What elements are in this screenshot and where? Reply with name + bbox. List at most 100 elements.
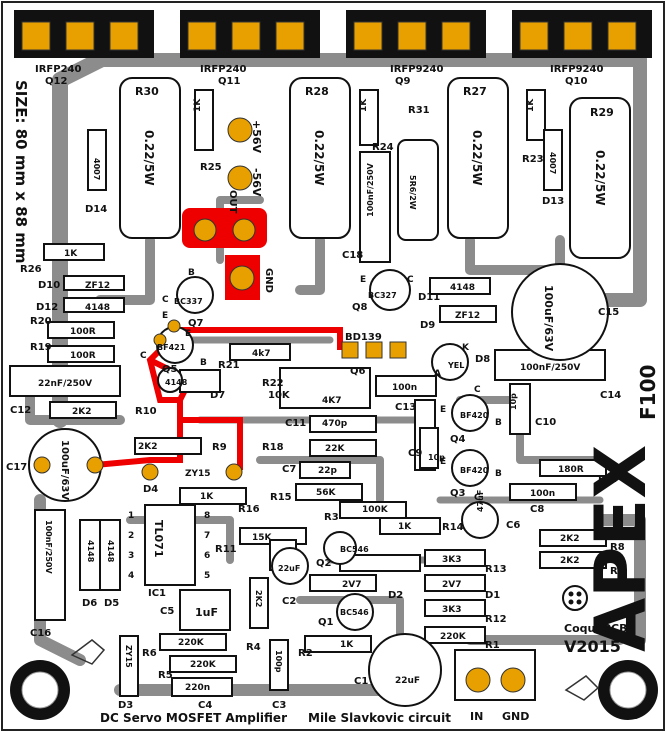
value-label: 100R <box>70 351 96 361</box>
value-label: 4007 <box>92 158 101 180</box>
ref-label: Q2 <box>316 558 332 569</box>
ref-label: R31 <box>408 105 430 116</box>
pin-label: 3 <box>128 551 134 561</box>
ref-label: D9 <box>420 320 435 331</box>
ref-label: C12 <box>10 405 31 416</box>
transistor-label: IRFP240 <box>200 64 246 75</box>
value-label: 22uF <box>278 564 300 573</box>
ref-label: R15 <box>270 492 292 503</box>
transistor-label: IRFP9240 <box>550 64 603 75</box>
ref-label: R23 <box>522 154 544 165</box>
value-label: 180R <box>558 465 584 475</box>
ref-label: Q6 <box>350 366 366 377</box>
value-label: BF421 <box>157 343 186 352</box>
ref-label: R20 <box>30 316 52 327</box>
ref-label: R24 <box>372 142 394 153</box>
value-label: 1K <box>200 492 214 502</box>
value-label: 100p <box>274 650 283 673</box>
ref-label: C15 <box>598 307 619 318</box>
value-label: 2K2 <box>254 590 263 607</box>
ref-label: R16 <box>238 504 260 515</box>
ref-label: D12 <box>36 302 58 313</box>
transistor-tabs <box>14 10 652 58</box>
pin-label: E <box>360 275 366 285</box>
value-label: 2V7 <box>342 580 362 590</box>
value-label: ZY15 <box>185 469 211 479</box>
value-label: 1K <box>359 98 369 112</box>
pin-label: C <box>407 275 414 285</box>
ref-label: C17 <box>6 462 27 473</box>
terminal-label: GND <box>263 268 274 293</box>
value-label: ZY15 <box>124 645 133 668</box>
ref-label: D3 <box>118 700 133 711</box>
ref-label: Q5 <box>162 364 178 375</box>
ref-label: R13 <box>485 564 507 575</box>
value-label: 47uF <box>476 490 485 512</box>
value-label: BF420 <box>460 411 489 420</box>
terminal-label: GND <box>502 710 529 723</box>
value-label: 22K <box>325 444 346 454</box>
pin-label: B <box>495 418 502 428</box>
value-label: 22uF <box>395 676 420 686</box>
value-label: 2K2 <box>560 534 580 544</box>
value-label: 100uF/63V <box>542 285 555 352</box>
ref-label: D4 <box>143 484 158 495</box>
ref-label: C13 <box>395 402 416 413</box>
pin-label: C <box>140 351 147 361</box>
value-label: 4148 <box>165 378 188 387</box>
ref-label: R9 <box>212 442 227 453</box>
value-label: 4148 <box>85 303 110 313</box>
value-label: 1K <box>64 249 78 259</box>
hand-icon <box>70 639 600 701</box>
pin-label: 7 <box>204 531 210 541</box>
ref-label: D7 <box>210 390 225 401</box>
terminal-label: -56V <box>250 168 263 197</box>
value-label: 220K <box>440 632 467 642</box>
value-label: BC546 <box>340 608 369 617</box>
ref-label: Q4 <box>450 434 466 445</box>
pin-label: E <box>162 311 168 321</box>
value-label: 56K <box>316 488 337 498</box>
value-label: 5R6/2W <box>408 175 417 210</box>
res-ref: R30 <box>135 85 159 98</box>
pin-label: B <box>495 469 502 479</box>
ref-label: C10 <box>535 417 556 428</box>
ref-label: D13 <box>542 196 564 207</box>
ref-label: R19 <box>30 342 52 353</box>
ref-label: R25 <box>200 162 222 173</box>
res-value: 0.22/5W <box>312 130 326 186</box>
ref-label: D10 <box>38 280 60 291</box>
ref-label: R12 <box>485 614 507 625</box>
value-label: 1K <box>193 98 203 112</box>
ref-label: D2 <box>388 590 403 601</box>
ref-label: R5 <box>158 670 173 681</box>
value-label: 22nF/250V <box>38 379 92 389</box>
small-components <box>9 89 607 701</box>
ref-label: R1 <box>485 640 500 651</box>
ref-label: R18 <box>262 442 284 453</box>
value-label: ZF12 <box>455 311 480 321</box>
ref-label: R7 <box>610 566 625 577</box>
terminal-label: IN <box>470 710 483 723</box>
q-label: Q9 <box>395 76 411 87</box>
res-value: 0.22/5W <box>142 130 156 186</box>
value-label: 100nF/250V <box>520 363 580 373</box>
ref-label: C3 <box>272 700 286 711</box>
pin-label: K <box>462 343 470 353</box>
value-label: 100R <box>70 327 96 337</box>
ref-label: R10 <box>135 406 157 417</box>
ref-label: Q7 <box>188 318 204 329</box>
value-label: 3K3 <box>442 605 462 615</box>
res-ref: R28 <box>305 85 329 98</box>
ref-label: R6 <box>142 648 157 659</box>
ref-label: C2 <box>282 596 296 607</box>
value-label: 1K <box>340 640 354 650</box>
pin-label: B <box>188 268 195 278</box>
value-label: BC327 <box>368 291 397 300</box>
value-label: 100nF/250V <box>366 162 375 216</box>
ref-label: D1 <box>485 590 500 601</box>
pin-label: 6 <box>204 551 210 561</box>
value-label: 4148 <box>86 540 95 563</box>
ref-label: C1 <box>354 676 368 687</box>
